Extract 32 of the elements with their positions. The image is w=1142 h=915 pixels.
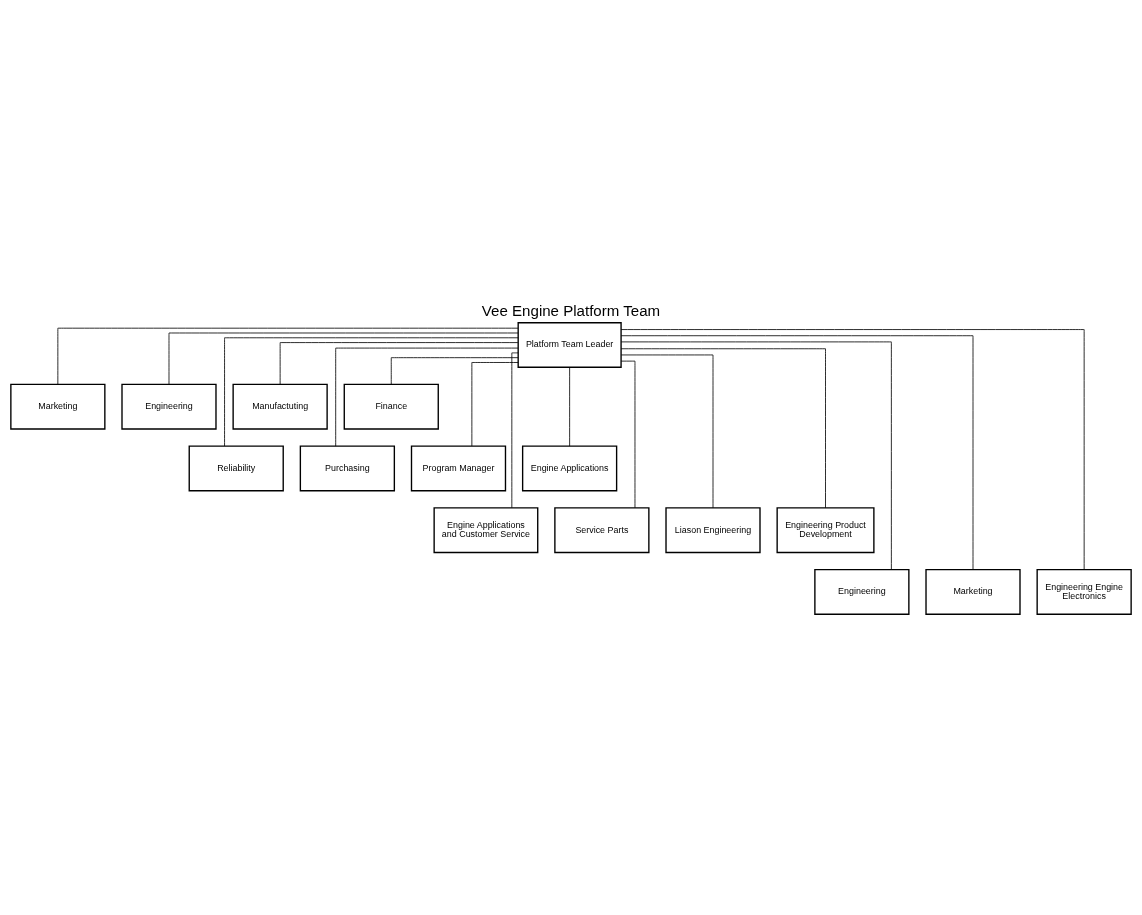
connector (569, 366, 571, 447)
node-box: Platform Team Leader (517, 322, 622, 368)
node-box: Engine Applications and Customer Service (433, 507, 539, 554)
connector (511, 352, 519, 509)
node-box: Marketing (10, 383, 106, 430)
connector (620, 335, 974, 570)
connector (224, 337, 519, 447)
node-box: Service Parts (554, 507, 650, 554)
node-box: Engineering (121, 383, 217, 430)
node-box: Finance (343, 383, 439, 430)
node-box: Program Manager (410, 445, 507, 492)
connector (279, 342, 519, 385)
connector (620, 348, 826, 509)
node-box: Engineering Product Development (776, 507, 875, 554)
node-box: Manufactuting (232, 383, 328, 430)
connector (471, 362, 519, 447)
connector (335, 347, 519, 447)
node-box: Engineering Engine Electronics (1036, 568, 1132, 615)
connector (620, 329, 1085, 570)
node-box: Reliability (188, 445, 284, 492)
node-box: Engineering (814, 568, 910, 615)
connector (390, 357, 519, 385)
connector (620, 360, 636, 509)
node-box: Purchasing (299, 445, 396, 492)
connector (620, 354, 714, 509)
node-box: Liason Engineering (665, 507, 761, 554)
node-box: Marketing (925, 568, 1021, 615)
diagram-title: Vee Engine Platform Team (481, 301, 661, 319)
connector (57, 327, 519, 385)
connector (620, 341, 892, 570)
node-box: Engine Applications (521, 445, 618, 492)
connector (168, 332, 519, 385)
